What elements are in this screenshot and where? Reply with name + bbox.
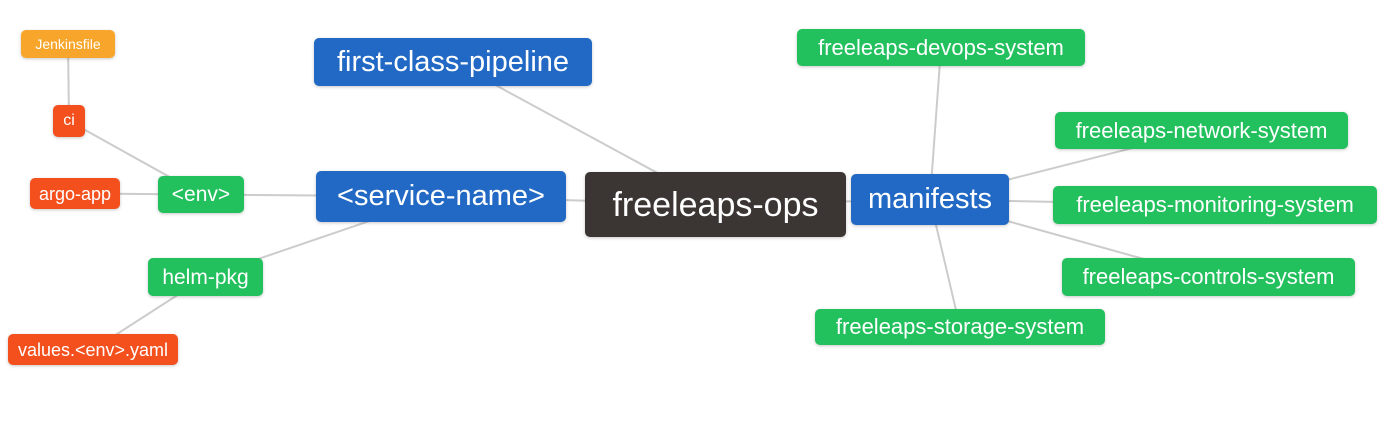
node-freeleaps-ops[interactable]: freeleaps-ops xyxy=(585,172,846,237)
node-jenkinsfile[interactable]: Jenkinsfile xyxy=(21,30,115,58)
node-label-manifests: manifests xyxy=(867,183,993,215)
node-manifests[interactable]: manifests xyxy=(851,174,1009,225)
node-env[interactable]: <env> xyxy=(158,176,244,213)
node-values-env-yaml[interactable]: values.<env>.yaml xyxy=(8,334,178,365)
node-devops-system[interactable]: freeleaps-devops-system xyxy=(797,29,1085,66)
node-label-storage-system: freeleaps-storage-system xyxy=(835,314,1085,339)
node-label-controls-system: freeleaps-controls-system xyxy=(1082,264,1335,289)
node-label-argo-app: argo-app xyxy=(38,183,112,204)
node-service-name[interactable]: <service-name> xyxy=(316,171,566,222)
node-label-ci: ci xyxy=(63,112,75,129)
node-label-freeleaps-ops: freeleaps-ops xyxy=(612,185,819,224)
node-label-network-system: freeleaps-network-system xyxy=(1075,117,1328,143)
node-network-system[interactable]: freeleaps-network-system xyxy=(1055,112,1348,149)
node-label-service-name: <service-name> xyxy=(337,180,545,212)
node-helm-pkg[interactable]: helm-pkg xyxy=(148,258,263,296)
node-storage-system[interactable]: freeleaps-storage-system xyxy=(815,309,1105,345)
node-label-values-env-yaml: values.<env>.yaml xyxy=(17,339,169,360)
node-first-class-pipeline[interactable]: first-class-pipeline xyxy=(314,38,592,86)
node-argo-app[interactable]: argo-app xyxy=(30,178,120,209)
node-label-monitoring-system: freeleaps-monitoring-system xyxy=(1076,192,1354,217)
node-label-helm-pkg: helm-pkg xyxy=(162,265,249,289)
node-controls-system[interactable]: freeleaps-controls-system xyxy=(1062,258,1355,296)
node-ci[interactable]: ci xyxy=(53,105,85,137)
node-monitoring-system[interactable]: freeleaps-monitoring-system xyxy=(1053,186,1377,224)
node-label-devops-system: freeleaps-devops-system xyxy=(818,34,1064,60)
node-label-jenkinsfile: Jenkinsfile xyxy=(35,36,101,52)
node-label-first-class-pipeline: first-class-pipeline xyxy=(336,45,570,78)
node-label-env: <env> xyxy=(171,183,231,206)
